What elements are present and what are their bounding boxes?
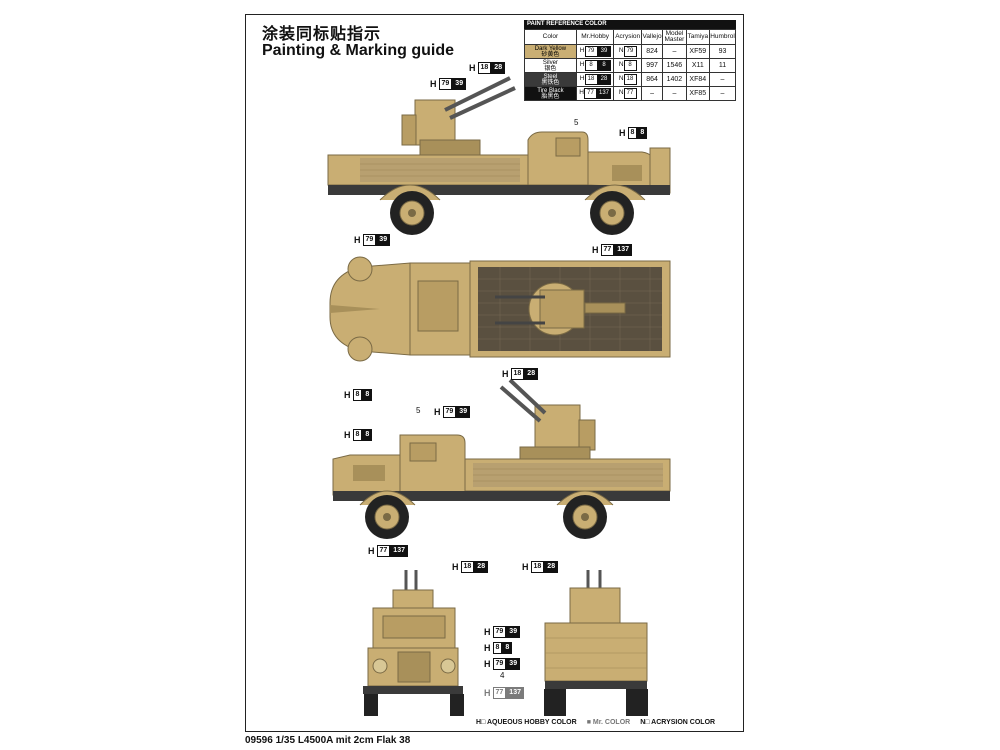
title-english: Painting & Marking guide	[262, 42, 455, 59]
front-view	[363, 570, 464, 716]
part-number: 5	[574, 118, 579, 127]
instruction-sheet	[245, 14, 744, 732]
col-header: Mr.Hobby	[575, 29, 615, 45]
col-header: Acrysion	[613, 29, 642, 45]
part-number: 5	[416, 406, 421, 415]
col-header: Humbrol	[708, 29, 737, 45]
top-view	[329, 256, 671, 362]
legend-acrysion: N□ ACRYSION COLOR	[640, 719, 716, 726]
legend-mr-color: ■ Mr. COLOR	[586, 719, 631, 726]
side-view-right	[327, 76, 671, 235]
side-view-left	[332, 378, 671, 539]
rear-view	[544, 570, 648, 716]
paint-reference-heading: PAINT REFERENCE COLOR	[524, 20, 736, 29]
col-header: Model Master	[662, 29, 687, 45]
col-header: Color	[524, 29, 577, 45]
col-header: Tamiya	[685, 29, 710, 45]
title-chinese: 涂装同标贴指示	[262, 24, 382, 43]
part-number: 4	[500, 671, 505, 680]
kit-caption: 09596 1/35 L4500A mit 2cm Flak 38	[245, 735, 411, 746]
paint-reference-table: Color Mr.Hobby Acrysion Vallejo Model Ma…	[524, 29, 737, 101]
color-legend: H□ AQUEOUS HOBBY COLOR ■ Mr. COLOR N□ AC…	[476, 719, 715, 726]
col-header: Vallejo	[640, 29, 664, 45]
legend-aqueous: H□ AQUEOUS HOBBY COLOR	[476, 719, 577, 726]
